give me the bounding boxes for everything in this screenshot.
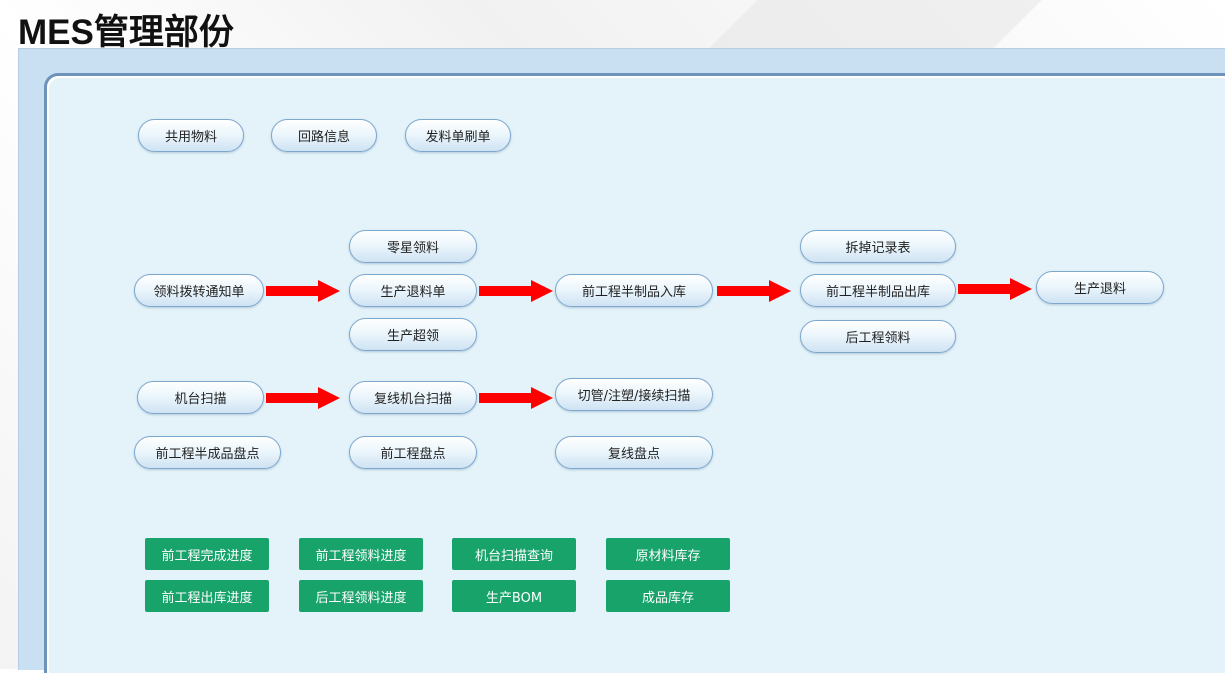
circuit-info-button[interactable]: 回路信息 — [271, 119, 377, 152]
retail-picking-button[interactable]: 零星领料 — [349, 230, 477, 263]
front-semi-inventory-button[interactable]: 前工程半成品盘点 — [134, 436, 281, 469]
flow-arrow-icon — [479, 387, 553, 409]
production-return-button[interactable]: 生产退料 — [1036, 271, 1164, 304]
front-completion-progress-button[interactable]: 前工程完成进度 — [145, 538, 269, 570]
compound-inventory-button[interactable]: 复线盘点 — [555, 436, 713, 469]
production-over-picking-button[interactable]: 生产超领 — [349, 318, 477, 351]
production-return-note-button[interactable]: 生产退料单 — [349, 274, 477, 307]
machine-scan-query-button[interactable]: 机台扫描查询 — [452, 538, 576, 570]
flow-arrow-icon — [266, 280, 340, 302]
cut-inject-connect-scan-button[interactable]: 切管/注塑/接续扫描 — [555, 378, 713, 411]
finished-goods-stock-button[interactable]: 成品库存 — [606, 580, 730, 612]
flow-arrow-icon — [266, 387, 340, 409]
back-picking-progress-button[interactable]: 后工程领料进度 — [299, 580, 423, 612]
flow-arrow-icon — [717, 280, 791, 302]
front-semi-outbound-button[interactable]: 前工程半制品出库 — [800, 274, 956, 307]
production-bom-button[interactable]: 生产BOM — [452, 580, 576, 612]
mes-flow-panel — [44, 73, 1225, 673]
front-picking-progress-button[interactable]: 前工程领料进度 — [299, 538, 423, 570]
front-inventory-button[interactable]: 前工程盘点 — [349, 436, 477, 469]
disassembly-record-button[interactable]: 拆掉记录表 — [800, 230, 956, 263]
shared-material-button[interactable]: 共用物料 — [138, 119, 244, 152]
issue-slip-print-button[interactable]: 发料单刷单 — [405, 119, 511, 152]
page-title: MES管理部份 — [18, 13, 234, 52]
front-semi-inbound-button[interactable]: 前工程半制品入库 — [555, 274, 713, 307]
machine-scan-button[interactable]: 机台扫描 — [137, 381, 264, 414]
back-picking-button[interactable]: 后工程领料 — [800, 320, 956, 353]
front-outbound-progress-button[interactable]: 前工程出库进度 — [145, 580, 269, 612]
raw-material-stock-button[interactable]: 原材料库存 — [606, 538, 730, 570]
compound-machine-scan-button[interactable]: 复线机台扫描 — [349, 381, 477, 414]
flow-arrow-icon — [958, 278, 1032, 300]
flow-arrow-icon — [479, 280, 553, 302]
issue-transfer-notice-button[interactable]: 领料拨转通知单 — [134, 274, 264, 307]
